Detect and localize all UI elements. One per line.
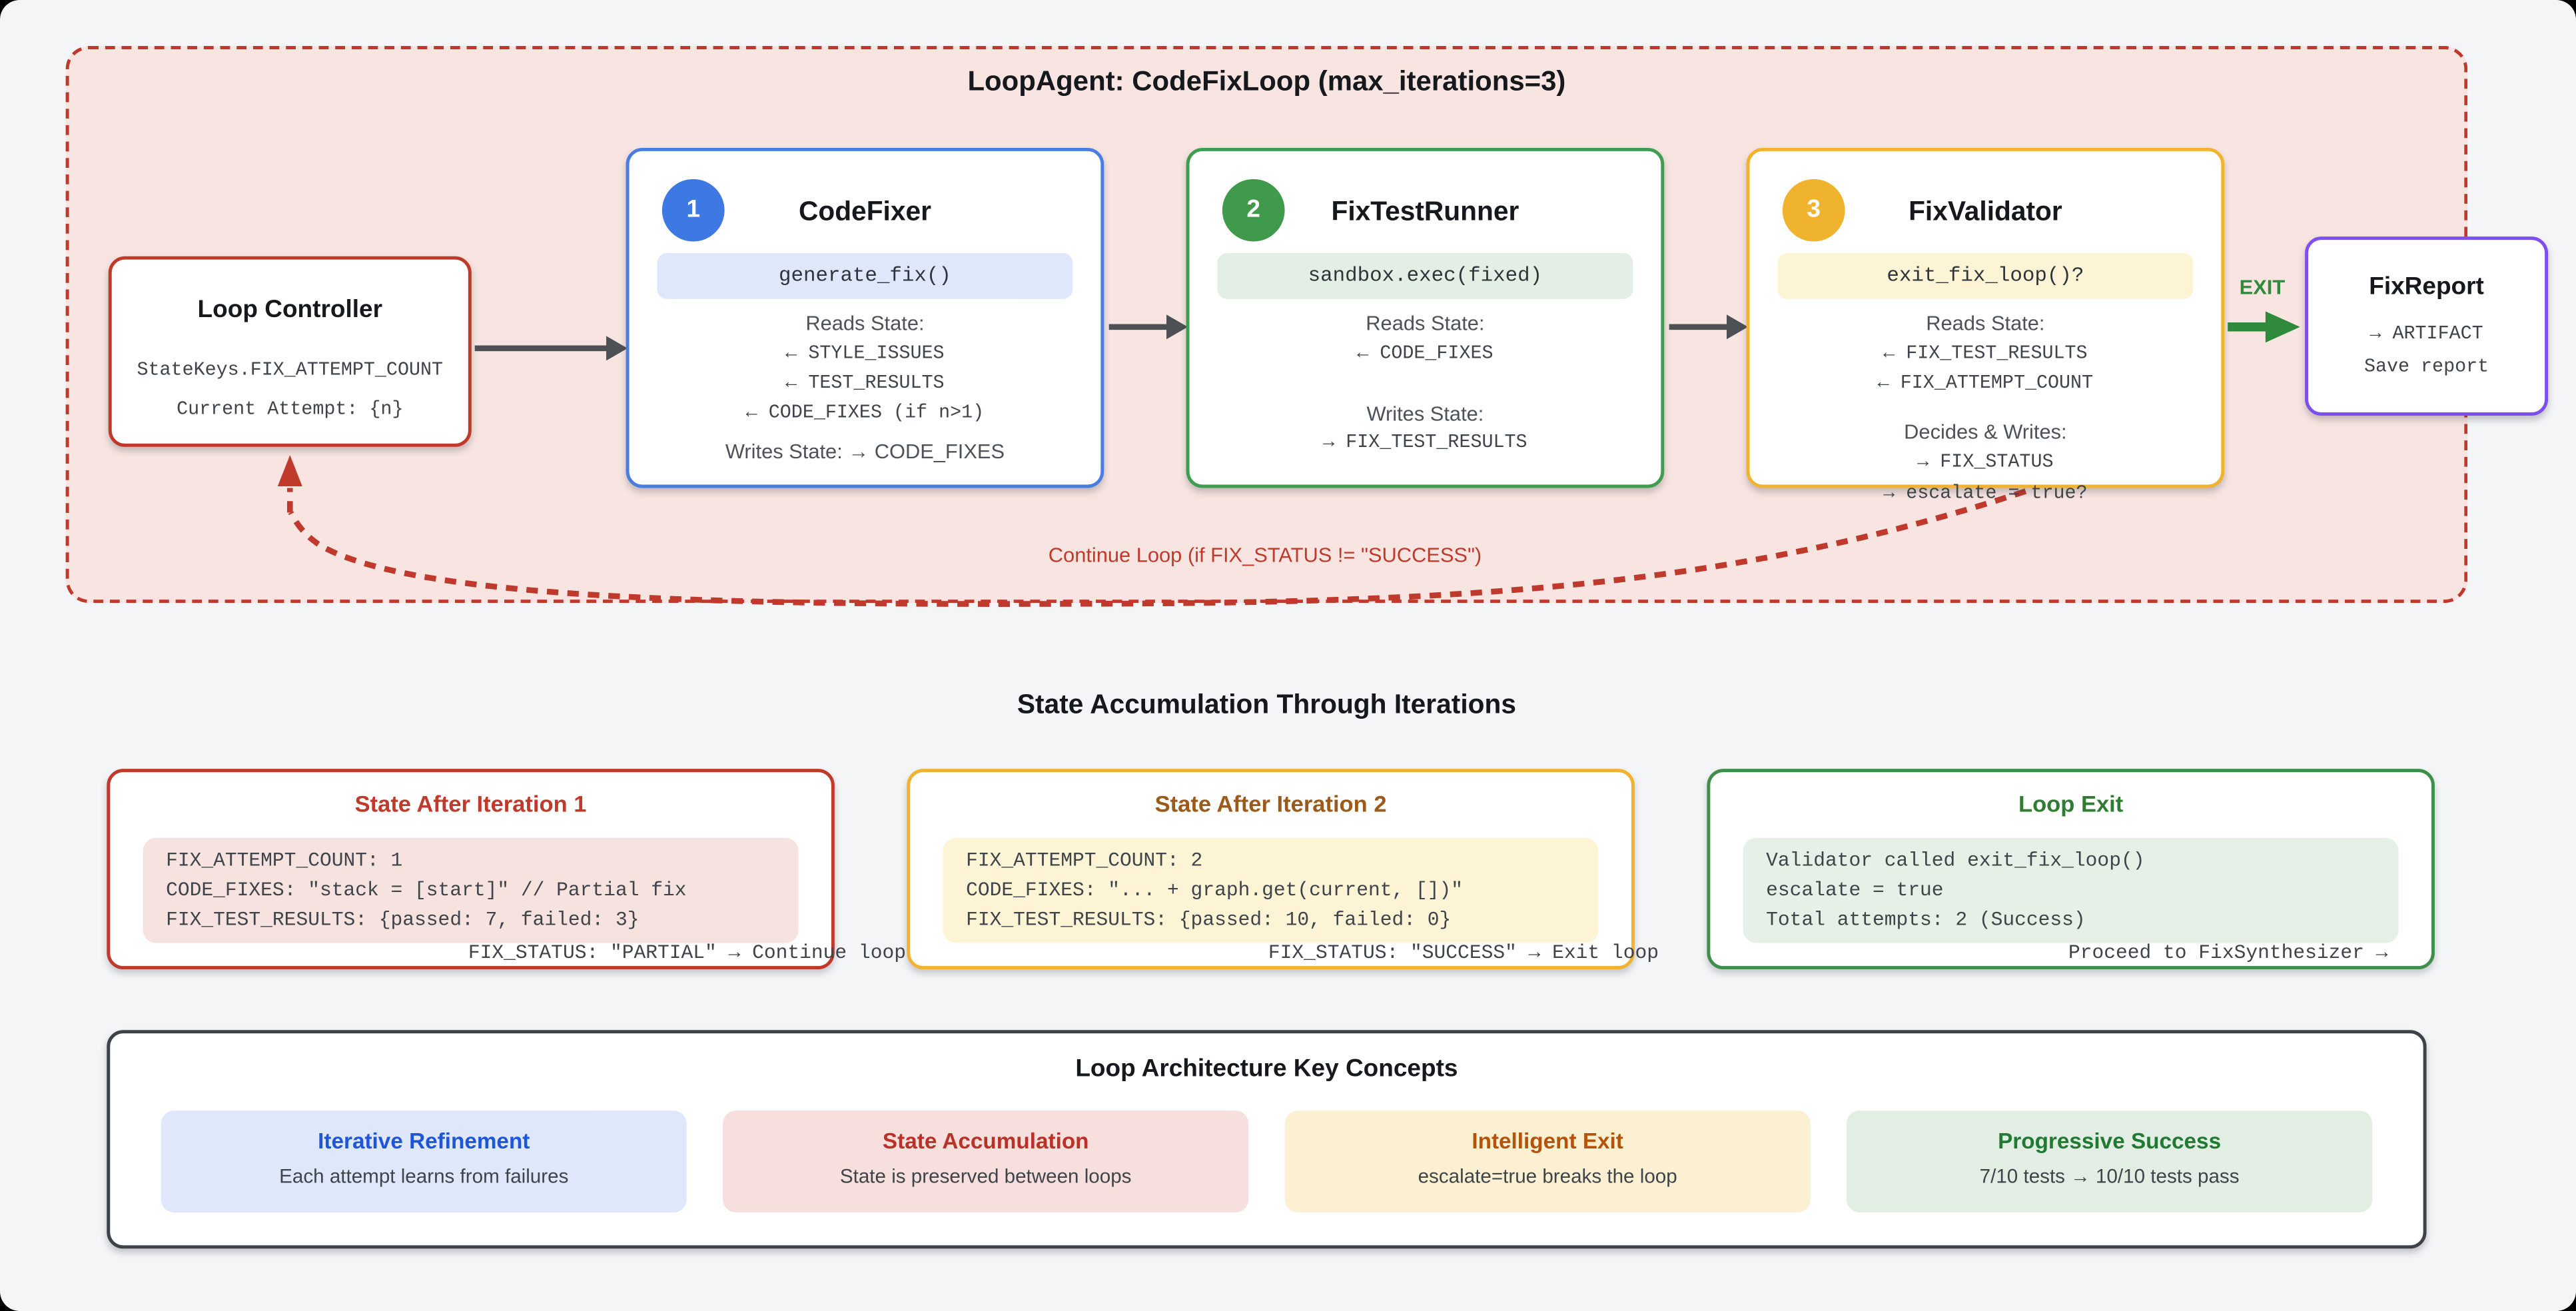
fixtestrunner-reads-label: Reads State: (1366, 312, 1485, 336)
state-iteration-2-box: State After Iteration 2 FIX_ATTEMPT_COUN… (907, 769, 1659, 970)
fixvalidator-read-item: ← FIX_ATTEMPT_COUNT (1877, 372, 2094, 394)
loop-controller-node: Loop Controller StateKeys.FIX_ATTEMPT_CO… (108, 256, 472, 447)
codefixer-read-item: ← CODE_FIXES (if n>1) (745, 402, 985, 424)
code-line: Validator called exit_fix_loop() (1766, 849, 2145, 873)
loop-controller-attempt: Current Attempt: {n} (177, 399, 404, 421)
state-iteration-1-box: State After Iteration 1 FIX_ATTEMPT_COUN… (107, 769, 906, 970)
fixvalidator-read-item: ← FIX_TEST_RESULTS (1883, 343, 2088, 365)
loop-exit-title: Loop Exit (2018, 790, 2124, 817)
concept-title: Iterative Refinement (318, 1128, 530, 1154)
codefixer-reads-label: Reads State: (805, 312, 925, 336)
codefixer-function-pill: generate_fix() (657, 252, 1073, 299)
code-line: FIX_ATTEMPT_COUNT: 2 (966, 849, 1203, 873)
key-concepts-title: Loop Architecture Key Concepts (1075, 1055, 1458, 1083)
fixreport-artifact-line: → ARTIFACT (2369, 323, 2483, 345)
fixvalidator-function-pill: exit_fix_loop()? (1777, 252, 2194, 299)
fixreport-node: FixReport → ARTIFACT Save report (2305, 236, 2549, 416)
fixvalidator-reads-label: Reads State: (1926, 312, 2045, 336)
fixvalidator-title: FixValidator (1909, 197, 2062, 227)
exit-label: EXIT (2239, 276, 2286, 299)
loop-controller-statekey: StateKeys.FIX_ATTEMPT_COUNT (137, 360, 444, 382)
fixreport-title: FixReport (2369, 272, 2484, 301)
state-section-heading: State Accumulation Through Iterations (1017, 689, 1516, 720)
concept-title: State Accumulation (882, 1128, 1089, 1154)
concept-intelligent-exit: Intelligent Exit escalate=true breaks th… (1284, 1110, 1811, 1213)
fixreport-save-line: Save report (2363, 356, 2489, 378)
fixtestrunner-read-item: ← CODE_FIXES (1357, 343, 1494, 365)
codefixer-writes-line: Writes State: → CODE_FIXES (725, 440, 1005, 464)
step-1-badge: 1 (661, 179, 725, 242)
state-iteration-1-status-line: FIX_STATUS: "PARTIAL" → Continue loop (468, 941, 906, 965)
loop-controller-title: Loop Controller (197, 295, 383, 324)
loop-exit-proceed-line: Proceed to FixSynthesizer → (2068, 941, 2388, 965)
fixtestrunner-writes-label: Writes State: (1366, 402, 1484, 426)
step-2-badge: 2 (1222, 179, 1285, 242)
state-iteration-2-title: State After Iteration 2 (1154, 790, 1387, 817)
concept-progressive-success: Progressive Success 7/10 tests → 10/10 t… (1847, 1110, 2373, 1213)
fixtestrunner-write-item: → FIX_TEST_RESULTS (1323, 432, 1527, 454)
fixvalidator-writes-label: Decides & Writes: (1904, 420, 2067, 444)
concept-title: Progressive Success (1998, 1128, 2222, 1154)
state-iteration-2-code: FIX_ATTEMPT_COUNT: 2 CODE_FIXES: "... + … (943, 837, 1599, 943)
continue-loop-label: Continue Loop (if FIX_STATUS != "SUCCESS… (1048, 544, 1482, 567)
state-iteration-1-title: State After Iteration 1 (354, 790, 587, 817)
loop-agent-title: LoopAgent: CodeFixLoop (max_iterations=3… (967, 65, 1566, 97)
code-line: CODE_FIXES: "... + graph.get(current, []… (966, 879, 1464, 902)
codefixer-node: 1 CodeFixer generate_fix() Reads State: … (626, 147, 1104, 488)
fixvalidator-node: 3 FixValidator exit_fix_loop()? Reads St… (1746, 147, 2225, 504)
fixtestrunner-function-pill: sandbox.exec(fixed) (1217, 252, 1633, 299)
state-iteration-1-code: FIX_ATTEMPT_COUNT: 1 CODE_FIXES: "stack … (143, 837, 799, 943)
code-line: FIX_TEST_RESULTS: {passed: 7, failed: 3} (166, 908, 640, 932)
loop-exit-code: Validator called exit_fix_loop() escalat… (1743, 837, 2399, 943)
codefixer-read-item: ← TEST_RESULTS (785, 372, 945, 394)
key-concepts-row: Iterative Refinement Each attempt learns… (110, 1110, 2423, 1213)
code-line: FIX_TEST_RESULTS: {passed: 10, failed: 0… (966, 908, 1452, 932)
concept-desc: Each attempt learns from failures (279, 1164, 569, 1188)
fixvalidator-write-item-escalate: → escalate = true? (1883, 483, 2088, 505)
concept-state-accumulation: State Accumulation State is preserved be… (723, 1110, 1249, 1213)
concept-desc: 7/10 tests → 10/10 tests pass (1979, 1164, 2240, 1188)
code-line: FIX_ATTEMPT_COUNT: 1 (166, 849, 403, 873)
codefixer-title: CodeFixer (798, 197, 931, 227)
code-line: Total attempts: 2 (Success) (1766, 908, 2086, 932)
concept-desc: escalate=true breaks the loop (1418, 1164, 1677, 1188)
code-line: escalate = true (1766, 879, 1944, 902)
fixtestrunner-node: 2 FixTestRunner sandbox.exec(fixed) Read… (1186, 147, 1665, 488)
fixvalidator-write-item: → FIX_STATUS (1917, 452, 2054, 474)
concept-title: Intelligent Exit (1472, 1128, 1623, 1154)
key-concepts-box: Loop Architecture Key Concepts Iterative… (107, 1030, 2427, 1249)
concept-desc: State is preserved between loops (839, 1164, 1132, 1188)
step-3-badge: 3 (1782, 179, 1845, 242)
concept-iterative-refinement: Iterative Refinement Each attempt learns… (161, 1110, 687, 1213)
state-iteration-2-status-line: FIX_STATUS: "SUCCESS" → Exit loop (1268, 941, 1659, 965)
code-line: CODE_FIXES: "stack = [start]" // Partial… (166, 879, 687, 902)
loop-exit-box: Loop Exit Validator called exit_fix_loop… (1707, 769, 2435, 970)
fixtestrunner-title: FixTestRunner (1331, 197, 1519, 227)
codefixer-read-item: ← STYLE_ISSUES (785, 343, 945, 365)
